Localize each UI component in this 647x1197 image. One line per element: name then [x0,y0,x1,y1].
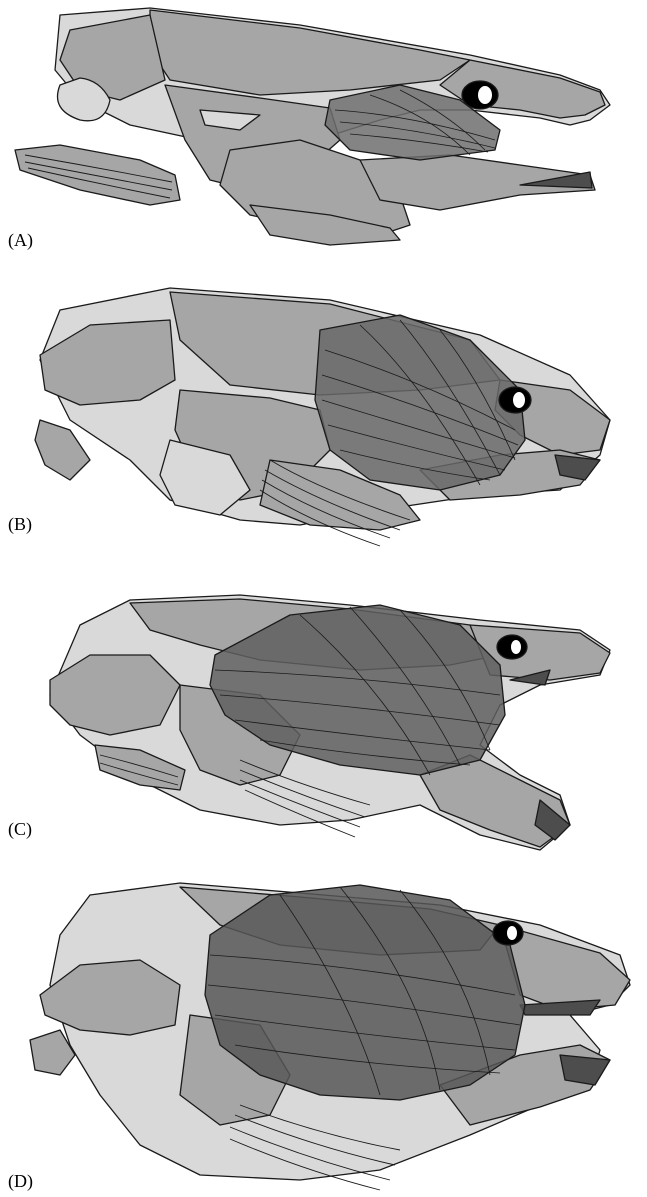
panel-a: (A) [0,0,647,270]
jaw-teeth-d [560,1055,610,1085]
eye-highlight-c [511,640,521,654]
skull-drawing-c [0,585,647,875]
panel-d: (D) [0,875,647,1197]
panel-c: (C) [0,585,647,875]
cleithrum-b [35,420,90,480]
panel-label-a: (A) [8,230,33,251]
eye-highlight-b [513,392,525,408]
panel-label-d: (D) [8,1171,33,1192]
panel-label-b: (B) [8,514,32,535]
eye-highlight-a [478,86,492,104]
panel-b: (B) [0,280,647,570]
frontal-bone-a [150,10,470,95]
skull-drawing-d [0,875,647,1197]
skull-drawing-b [0,280,647,570]
pectoral-fin-a [15,145,180,205]
skull-drawing-a [0,0,647,270]
eye-highlight-d [507,926,517,940]
panel-label-c: (C) [8,819,32,840]
